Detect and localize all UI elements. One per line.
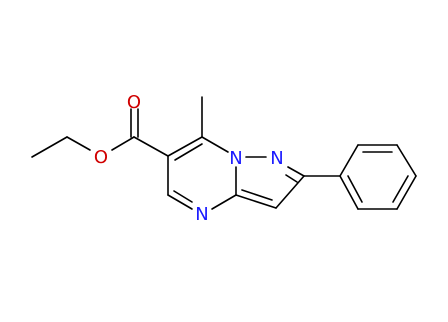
- atom-label-o-carbonyl: O: [127, 92, 141, 113]
- bond-ethyl-ch2-o: [66, 136, 91, 151]
- bond-ph-4-5: [396, 175, 417, 210]
- bond-o-carbonyl-c: [111, 136, 135, 151]
- bond-ph-4-5-inner: [392, 175, 409, 203]
- bond-carbonyl-c-ring: [133, 136, 169, 157]
- bond-n4-c5: [167, 194, 193, 210]
- bond-ph-3-4: [396, 144, 417, 177]
- bond-ethyl-ch3-ch2: [31, 136, 68, 158]
- bond-ph-6-1-inner: [347, 175, 363, 203]
- atom-label-n-pyrazole: N: [270, 148, 283, 169]
- atom-label-o-ester: O: [94, 147, 108, 168]
- bond-c3a-n4: [211, 194, 237, 210]
- bond-n2-c2: [287, 166, 305, 177]
- bond-ph-6-1: [339, 175, 359, 210]
- atom-label-n-pyrimidine: N: [195, 204, 208, 225]
- bond-c6-c7-inner: [174, 143, 203, 161]
- bond-c6-c7: [167, 136, 203, 157]
- bond-c2-c3: [275, 175, 305, 209]
- bond-c3-c3a-inner: [241, 189, 273, 201]
- bond-n2-c2-inner: [285, 174, 298, 183]
- bond-ph-1-2: [339, 144, 359, 177]
- atom-label-n-bridge: N: [229, 148, 242, 169]
- bond-c3-c3a: [235, 194, 277, 209]
- bond-n4-c5-inner: [173, 190, 193, 203]
- bond-c7-n-bridge: [201, 136, 229, 153]
